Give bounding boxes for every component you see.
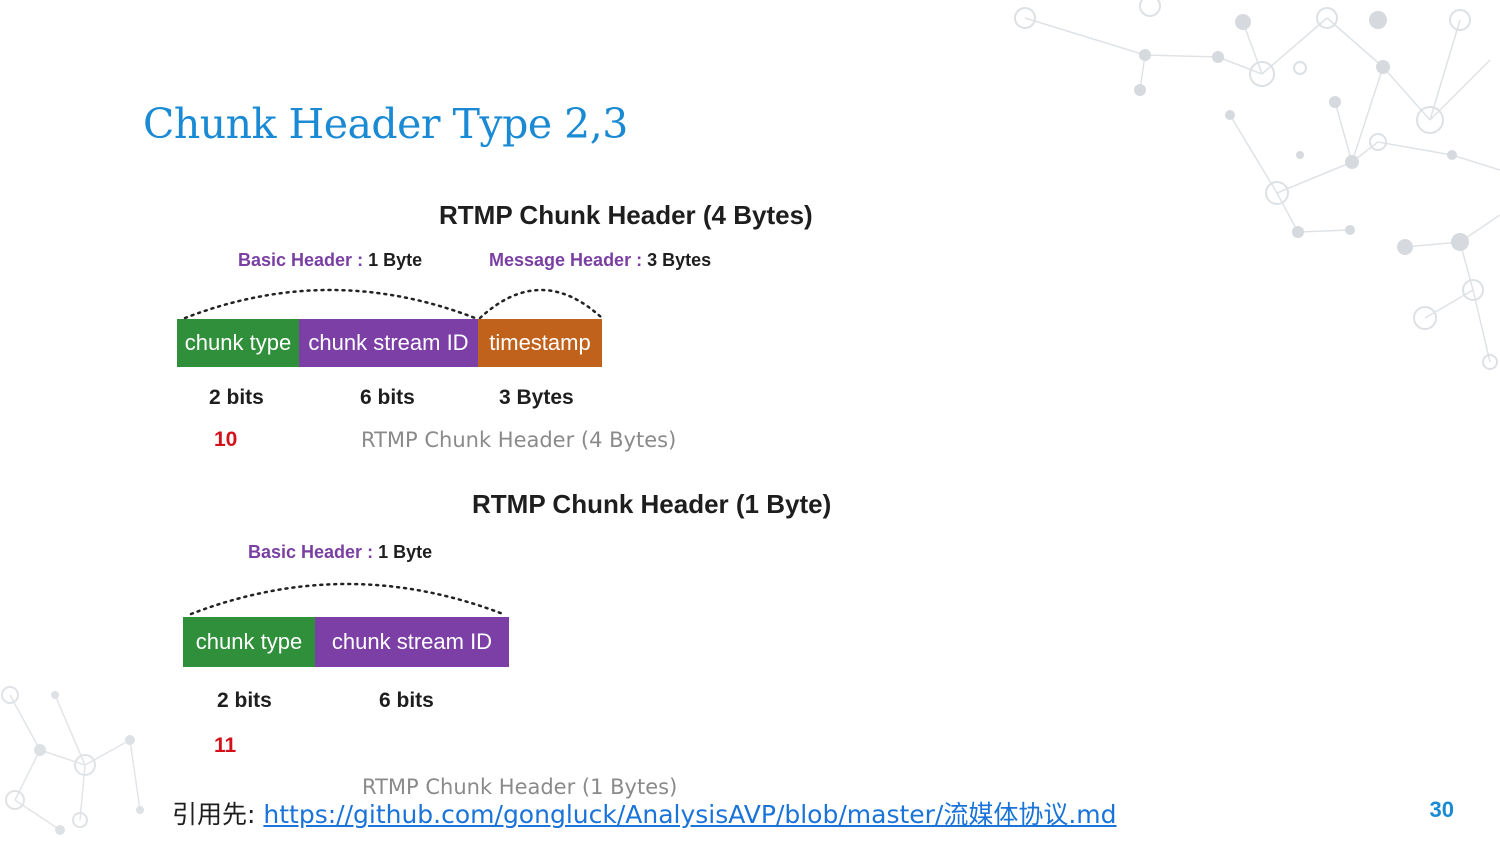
basic-header-label: Basic Header : 1 Byte [248, 542, 432, 563]
diagram-caption: RTMP Chunk Header (4 Bytes) [361, 428, 677, 452]
basic-header-size: 1 Byte [368, 250, 423, 270]
basic-header-brace [189, 582, 505, 616]
basic-header-brace [183, 288, 477, 320]
chunk-type-field: chunk type [177, 319, 299, 367]
chunk-header-bar: chunk type chunk stream ID [183, 617, 509, 667]
message-header-label-text: Message Header : [489, 250, 643, 270]
source-citation: 引用先: https://github.com/gongluck/Analysi… [172, 795, 1117, 831]
basic-header-label-text: Basic Header : [238, 250, 364, 270]
basic-header-label: Basic Header : 1 Byte [238, 250, 422, 271]
source-link[interactable]: https://github.com/gongluck/AnalysisAVP/… [263, 800, 1117, 829]
network-decoration-bottom-left [1, 686, 144, 835]
diagram-title: RTMP Chunk Header (4 Bytes) [439, 200, 813, 230]
network-decoration-top-right [1014, 0, 1500, 370]
type-code: 11 [214, 734, 237, 757]
message-header-label: Message Header : 3 Bytes [489, 250, 711, 271]
diagram-caption: RTMP Chunk Header (1 Bytes) [362, 775, 678, 799]
chunk-stream-id-field: chunk stream ID [299, 319, 478, 367]
bits-label: 2 bits [217, 689, 272, 712]
message-header-brace [478, 288, 604, 320]
bits-label: 6 bits [360, 386, 415, 409]
basic-header-label-text: Basic Header : [248, 542, 374, 562]
chunk-header-bar: chunk type chunk stream ID timestamp [177, 319, 602, 367]
message-header-size: 3 Bytes [647, 250, 712, 270]
source-label: 引用先: [172, 800, 256, 829]
chunk-type-field: chunk type [183, 617, 315, 667]
slide-title: Chunk Header Type 2,3 [143, 100, 628, 148]
chunk-stream-id-field: chunk stream ID [315, 617, 509, 667]
bits-label: 3 Bytes [499, 386, 574, 409]
page-number: 30 [1429, 797, 1454, 822]
bits-label: 2 bits [209, 386, 264, 409]
timestamp-field: timestamp [478, 319, 602, 367]
bits-label: 6 bits [379, 689, 434, 712]
type-code: 10 [214, 428, 238, 451]
diagram-title: RTMP Chunk Header (1 Byte) [472, 489, 832, 519]
basic-header-size: 1 Byte [378, 542, 433, 562]
